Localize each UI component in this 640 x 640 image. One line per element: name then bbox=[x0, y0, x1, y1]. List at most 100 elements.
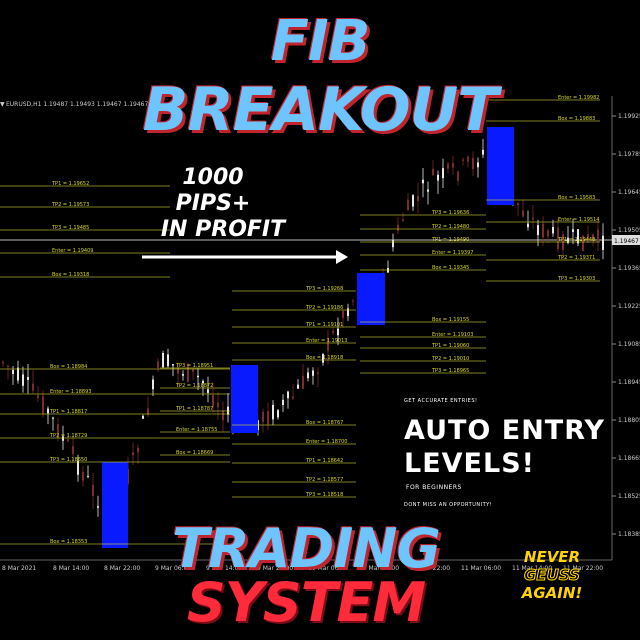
never-guess-badge: NEVER GEUSS AGAIN! bbox=[510, 548, 594, 602]
candle-body bbox=[212, 395, 214, 407]
candle-body bbox=[192, 369, 194, 372]
fib-level-label: TP1 = 1.19101 bbox=[305, 322, 343, 328]
fib-level-label: Box = 1.19883 bbox=[558, 116, 595, 122]
time-tick-label: 9 Mar 06:00 bbox=[155, 565, 191, 572]
fib-level-label: TP2 = 1.18577 bbox=[305, 477, 343, 483]
candle-body bbox=[262, 411, 264, 423]
candle-body bbox=[197, 375, 199, 378]
fib-level-label: Box = 1.18669 bbox=[176, 450, 213, 456]
dont-miss: DONT MISS AN OPPORTUNITY! bbox=[404, 502, 493, 508]
time-tick-label: 11 Mar 14:00 bbox=[512, 565, 552, 572]
candle-body bbox=[597, 229, 599, 242]
candle-body bbox=[12, 370, 14, 374]
candle-body bbox=[297, 384, 299, 389]
candle-body bbox=[177, 367, 179, 374]
candle-body bbox=[432, 168, 434, 176]
candle-body bbox=[352, 300, 354, 302]
profit-arrow-head-icon bbox=[336, 250, 348, 264]
candle-body bbox=[62, 436, 64, 441]
breakout-box bbox=[102, 462, 128, 548]
current-price-tag-text: 1.19467 bbox=[614, 238, 639, 245]
candle-body bbox=[82, 471, 84, 481]
candle-body bbox=[542, 223, 544, 238]
fib-level-label: TP3 = 1.18650 bbox=[49, 457, 87, 463]
breakout-box bbox=[357, 273, 385, 325]
price-tick-label: 1.19225 bbox=[618, 303, 640, 310]
candle-body bbox=[462, 159, 464, 161]
candle-body bbox=[287, 391, 289, 399]
candle-body bbox=[577, 229, 579, 244]
candle-body bbox=[157, 361, 159, 368]
time-tick-label: 9 Mar 22:00 bbox=[257, 565, 293, 572]
candle-body bbox=[22, 374, 24, 386]
fib-level-label: Enter = 1.19409 bbox=[52, 248, 93, 254]
fib-level-label: Box = 1.18918 bbox=[306, 355, 343, 361]
price-tick-label: 1.19505 bbox=[618, 227, 640, 234]
candle-body bbox=[137, 447, 139, 453]
candle-body bbox=[172, 364, 174, 366]
candle-body bbox=[402, 219, 404, 221]
candle-body bbox=[602, 235, 604, 250]
fib-level-label: TP3 = 1.19268 bbox=[305, 286, 343, 292]
pips-line-2: PIPS+ bbox=[175, 191, 251, 216]
candle-body bbox=[302, 375, 304, 390]
candle-body bbox=[87, 475, 89, 477]
fib-level-label: TP3 = 1.19636 bbox=[431, 210, 469, 216]
fib-level-label: Enter = 1.18893 bbox=[50, 389, 91, 395]
candle-body bbox=[537, 225, 539, 236]
price-tick-label: 1.19925 bbox=[618, 113, 640, 120]
price-axis-labels: 1.199251.197851.196451.195051.193651.192… bbox=[612, 113, 640, 538]
candle-body bbox=[272, 404, 274, 420]
candle-body bbox=[517, 202, 519, 206]
candle-body bbox=[532, 217, 534, 220]
fib-level-label: Enter = 1.18755 bbox=[176, 427, 217, 433]
candle-body bbox=[32, 383, 34, 391]
candle-body bbox=[72, 446, 74, 455]
candle-body bbox=[427, 189, 429, 192]
candle-body bbox=[447, 163, 449, 169]
breakout-box bbox=[487, 127, 514, 205]
for-beginners: FOR BEGINNERS bbox=[406, 484, 462, 491]
fib-level-label: TP3 = 1.18965 bbox=[431, 368, 469, 374]
price-tick-label: 1.18945 bbox=[618, 379, 640, 386]
candle-body bbox=[592, 234, 594, 240]
fib-level-label: TP1 = 1.18787 bbox=[175, 406, 213, 412]
candle-body bbox=[582, 235, 584, 251]
candle-body bbox=[132, 452, 134, 456]
fib-level-label: TP2 = 1.18872 bbox=[175, 383, 213, 389]
candle-body bbox=[442, 168, 444, 179]
candle-body bbox=[392, 240, 394, 248]
pips-line-1: 1000 bbox=[182, 165, 244, 190]
candle-body bbox=[567, 237, 569, 243]
fib-level-label: Enter = 1.19013 bbox=[306, 338, 347, 344]
candle-body bbox=[467, 156, 469, 162]
candle-body bbox=[17, 367, 19, 381]
never-text: NEVER bbox=[523, 548, 581, 566]
fib-level-label: Box = 1.18353 bbox=[50, 539, 87, 545]
symbol-header: EURUSD,H1 1.19487 1.19493 1.19467 1.1946… bbox=[6, 101, 148, 108]
auto-entry-line: AUTO ENTRY bbox=[404, 415, 606, 446]
fib-level-label: TP3 = 1.19485 bbox=[51, 225, 89, 231]
collapse-arrow-icon[interactable]: ▼ bbox=[0, 101, 5, 108]
candle-body bbox=[207, 389, 209, 393]
candle-body bbox=[347, 308, 349, 317]
fib-level-label: TP2 = 1.19371 bbox=[557, 255, 595, 261]
time-tick-label: 8 Mar 14:00 bbox=[53, 565, 89, 572]
fib-level-label: TP1 = 1.19652 bbox=[51, 181, 89, 187]
candle-body bbox=[57, 424, 59, 439]
candle-body bbox=[167, 354, 169, 367]
levels-line: LEVELS! bbox=[404, 448, 535, 479]
candle-body bbox=[222, 410, 224, 421]
fib-level-label: TP3 = 1.19303 bbox=[557, 276, 595, 282]
fib-level-label: Enter = 1.19514 bbox=[558, 217, 599, 223]
headline-fib: FIB bbox=[270, 9, 371, 74]
fib-level-label: Box = 1.18767 bbox=[306, 420, 343, 426]
candle-body bbox=[52, 417, 54, 419]
candle-body bbox=[397, 224, 399, 231]
candle-body bbox=[417, 195, 419, 202]
candle-body bbox=[557, 227, 559, 250]
candle-body bbox=[97, 506, 99, 508]
